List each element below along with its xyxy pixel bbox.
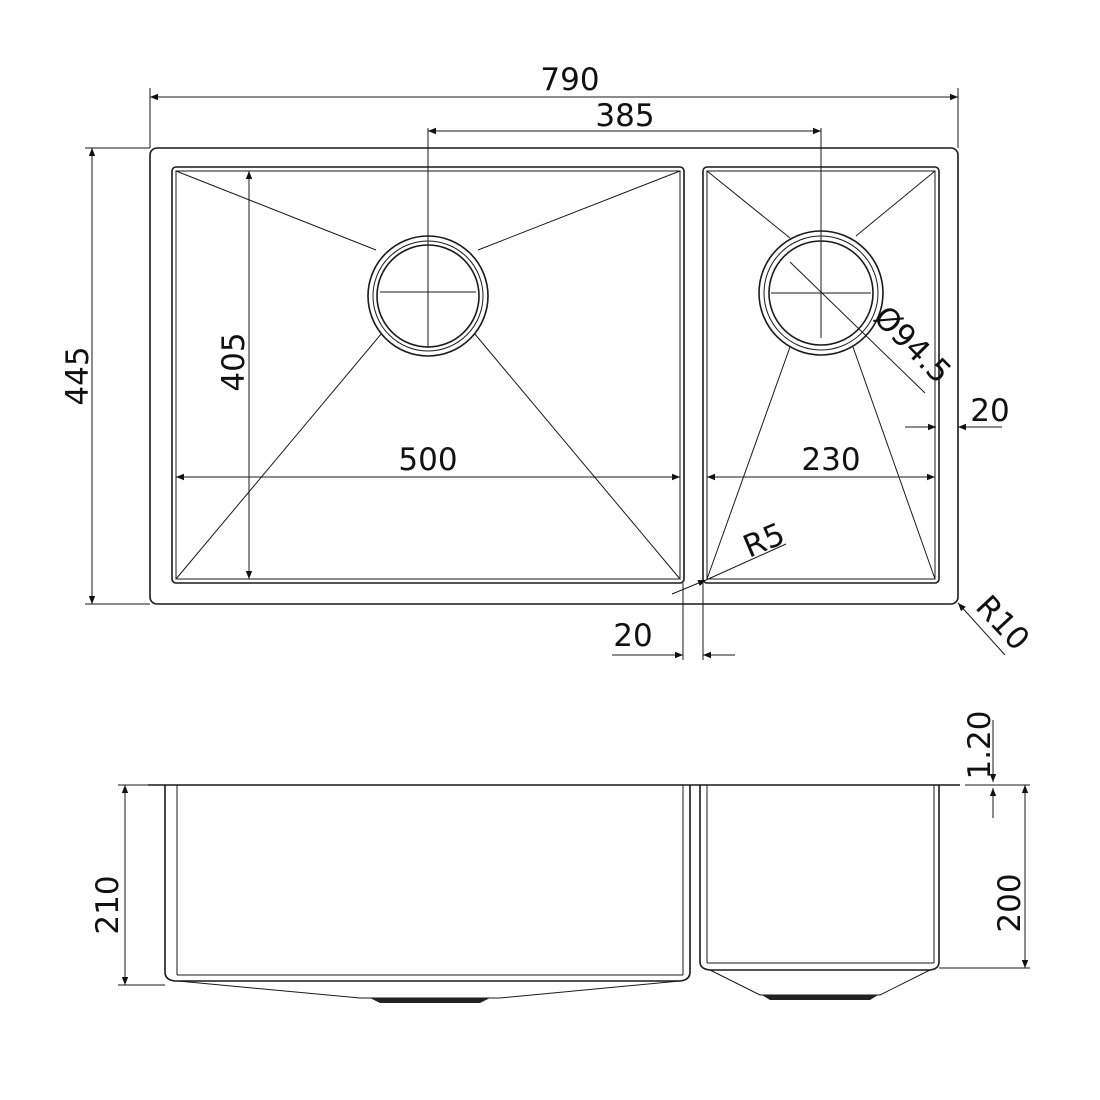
- bowl-depth-label: 405: [216, 332, 252, 391]
- sink-outer-rim: [149, 147, 959, 605]
- large-bowl-width-label: 500: [398, 442, 457, 478]
- small-bowl-drain: [758, 128, 926, 394]
- overall-depth-label: 445: [60, 346, 96, 405]
- inner-radius-label: R5: [738, 516, 790, 565]
- rim-side-label: 20: [970, 393, 1009, 429]
- small-bowl-profile: [699, 785, 940, 1000]
- large-bowl-profile: [164, 785, 691, 1003]
- outer-radius-label: R10: [968, 589, 1036, 658]
- drain-spacing-label: 385: [595, 98, 654, 134]
- divider-width-label: 20: [613, 618, 652, 654]
- top-view: 790 385 445 405 500 230 20 Ø94.5 R5 20: [60, 62, 1036, 660]
- small-bowl-height-label: 200: [992, 873, 1028, 932]
- overall-width-label: 790: [540, 62, 599, 98]
- small-bowl-width-label: 230: [801, 442, 860, 478]
- drain-diameter-label: Ø94.5: [866, 299, 958, 391]
- thickness-label: 1.20: [962, 710, 998, 779]
- large-bowl-drain: [367, 128, 489, 357]
- side-view: 210 200 1.20: [90, 710, 1030, 1003]
- large-bowl-height-label: 210: [90, 875, 126, 934]
